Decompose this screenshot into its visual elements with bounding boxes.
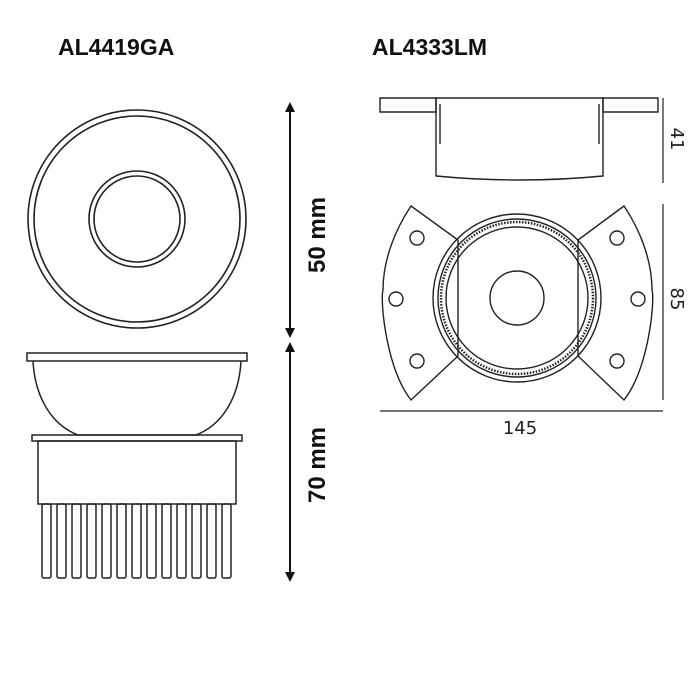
screw-hole	[409, 230, 425, 246]
lens-ring-outer	[88, 170, 186, 268]
outer-rim-outline	[27, 109, 247, 329]
module-lens	[489, 270, 545, 326]
heatsink-fins	[41, 503, 232, 579]
dimension-label-85: 85	[666, 287, 687, 311]
module-knurled-ring	[439, 220, 595, 376]
dimension-label-50: 50 mm	[304, 196, 331, 274]
reflector-bowl	[32, 360, 242, 436]
left-clip	[379, 97, 437, 113]
outer-rim-inner	[33, 115, 241, 323]
body-profile	[435, 97, 604, 181]
right-wing	[577, 205, 654, 402]
left-side-view	[26, 352, 248, 579]
left-wing	[381, 205, 459, 402]
housing-flange	[31, 434, 243, 442]
dimension-label-41: 41	[666, 127, 687, 151]
right-model-title: AL4333LM	[372, 34, 488, 60]
right-dimension-lines	[380, 98, 664, 412]
screw-hole	[630, 291, 646, 307]
trim-flange	[26, 352, 248, 362]
module-outer-ring	[432, 213, 602, 383]
screw-hole	[609, 230, 625, 246]
lens-ring-inner	[93, 175, 181, 263]
right-bottom-view	[381, 205, 654, 402]
dimension-label-145: 145	[502, 418, 538, 439]
screw-hole	[609, 353, 625, 369]
right-side-view	[379, 97, 659, 181]
left-top-view	[27, 109, 247, 329]
left-model-title: AL4419GA	[58, 34, 175, 60]
screw-hole	[409, 353, 425, 369]
screw-hole	[388, 291, 404, 307]
right-clip	[602, 97, 659, 113]
dimension-label-70: 70 mm	[304, 426, 331, 504]
housing-body	[37, 440, 237, 505]
